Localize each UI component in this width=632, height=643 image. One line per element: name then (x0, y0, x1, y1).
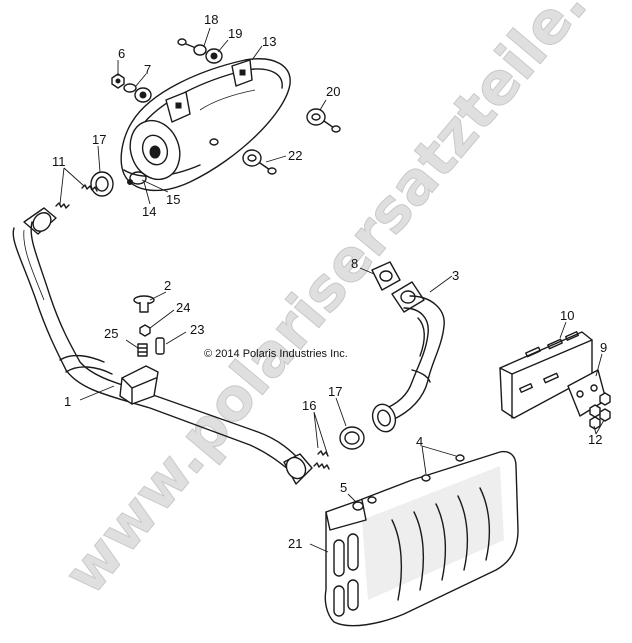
callout-1: 1 (64, 394, 71, 409)
springs-16 (313, 450, 330, 470)
leader-lines (59, 27, 605, 553)
callout-24: 24 (176, 300, 190, 315)
callout-23: 23 (190, 322, 204, 337)
screw-5 (352, 496, 377, 511)
bolt-washer-18-19 (177, 38, 223, 64)
callout-10: 10 (560, 308, 574, 323)
nuts-12 (589, 392, 611, 430)
cap-2 (133, 295, 155, 313)
callout-8: 8 (351, 256, 358, 271)
callout-25: 25 (104, 326, 118, 341)
heat-shield (324, 450, 519, 627)
grommet-bolt-22 (242, 149, 277, 175)
callout-12: 12 (588, 432, 602, 447)
callout-16: 16 (302, 398, 316, 413)
callout-13: 13 (262, 34, 276, 49)
head-pipe (12, 207, 313, 485)
callout-7: 7 (144, 62, 151, 77)
callout-19: 19 (228, 26, 242, 41)
nut-24 (139, 324, 151, 337)
callout-5: 5 (340, 480, 347, 495)
gasket-8 (371, 261, 401, 291)
plug-25 (137, 343, 148, 357)
grommet-bolt-20 (306, 108, 341, 133)
bolt-washer-6-7 (111, 73, 152, 103)
stud-23 (155, 337, 165, 355)
muffler (120, 58, 291, 192)
callout-2: 2 (164, 278, 171, 293)
callout-15: 15 (166, 192, 180, 207)
callout-17-upper: 17 (92, 132, 106, 147)
callout-18: 18 (204, 12, 218, 27)
callout-labels: 1 2 3 4 5 6 7 8 9 10 11 12 13 14 15 16 1… (52, 12, 607, 551)
gasket-upper-17 (90, 171, 114, 197)
callout-17-lower: 17 (328, 384, 342, 399)
gasket-lower-17 (339, 426, 365, 450)
callout-6: 6 (118, 46, 125, 61)
screws-4 (421, 454, 465, 482)
tail-pipe (371, 281, 445, 433)
callout-20: 20 (326, 84, 340, 99)
copyright-notice: © 2014 Polaris Industries Inc. (204, 348, 348, 360)
callout-11: 11 (52, 154, 66, 169)
muffler-clamp-14-15 (127, 171, 147, 185)
callout-3: 3 (452, 268, 459, 283)
callout-21: 21 (288, 536, 302, 551)
callout-4: 4 (416, 434, 423, 449)
springs-11 (55, 184, 98, 209)
callout-22: 22 (288, 148, 302, 163)
callout-9: 9 (600, 340, 607, 355)
callout-14: 14 (142, 204, 156, 219)
